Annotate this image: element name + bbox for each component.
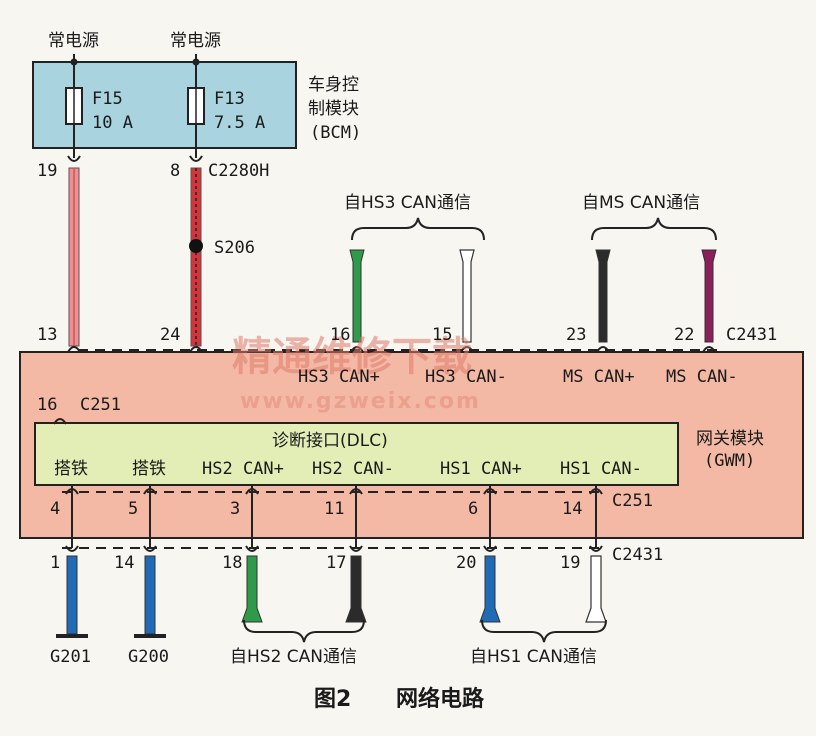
pin-label: 13 xyxy=(37,325,57,345)
pin-label: 16 xyxy=(37,395,57,415)
bus-label-hs2: 自HS2 CAN通信 xyxy=(230,647,357,667)
wire-pin8-to-pin24 xyxy=(190,167,202,347)
dlc-pin-label: 搭铁 xyxy=(54,459,88,479)
connector-label: C2280H xyxy=(208,161,269,181)
fuse-f15-rating: 10 A xyxy=(92,113,133,133)
dlc-pin-label: HS2 CAN+ xyxy=(202,459,284,479)
watermark-cn: 精通维修下载 xyxy=(232,334,472,380)
dlc-pin-label: HS1 CAN- xyxy=(560,459,642,479)
wire-hs1-can-plus xyxy=(479,555,501,623)
wire-ground-g201 xyxy=(66,555,78,635)
ground-label-g201: G201 xyxy=(50,647,91,667)
pin-label: 4 xyxy=(50,499,60,519)
pin-label: 14 xyxy=(562,499,582,519)
connector-label: C2431 xyxy=(726,325,777,345)
wire-hs1-can-minus xyxy=(585,555,607,623)
wire-hs3-can-plus xyxy=(349,249,365,343)
wire-hs2-can-plus xyxy=(241,555,263,623)
bcm-name-line1: 车身控 xyxy=(308,75,359,95)
pin-label: 19 xyxy=(37,161,57,181)
power-label-left: 常电源 xyxy=(48,31,99,51)
ground-label-g200: G200 xyxy=(128,647,169,667)
connector-label: C251 xyxy=(80,395,121,415)
fuse-f13-rating: 7.5 A xyxy=(214,113,265,133)
pin-label: 23 xyxy=(566,325,586,345)
pin-label: 5 xyxy=(128,499,138,519)
wire-hs2-can-minus xyxy=(345,555,367,623)
dlc-pin-label: HS1 CAN+ xyxy=(440,459,522,479)
pin-label: 3 xyxy=(230,499,240,519)
brace-hs3 xyxy=(351,217,485,241)
pin-label: 14 xyxy=(114,553,134,573)
gwm-signal-label: HS3 CAN+ xyxy=(298,367,380,387)
gwm-name: 网关模块 xyxy=(696,429,764,449)
pin-label: 20 xyxy=(456,553,476,573)
gwm-abbr: (GWM) xyxy=(704,451,755,471)
pin-label: 17 xyxy=(326,553,346,573)
wire-ms-can-minus xyxy=(701,249,717,343)
dlc-box xyxy=(34,422,679,486)
power-node-right xyxy=(192,58,200,66)
pin-label: 1 xyxy=(50,553,60,573)
watermark-url: www.gzweix.com xyxy=(240,389,481,414)
connector-arcs xyxy=(53,155,716,425)
dlc-title: 诊断接口(DLC) xyxy=(272,431,388,451)
gwm-signal-label: HS3 CAN- xyxy=(425,367,507,387)
brace-hs2 xyxy=(243,619,365,643)
dlc-pin-wires xyxy=(65,485,603,552)
bcm-abbr: (BCM) xyxy=(310,123,361,143)
pin-label: 18 xyxy=(222,553,242,573)
figure-title: 网络电路 xyxy=(396,686,485,712)
fuse-f13-id: F13 xyxy=(214,89,245,109)
wire-pin19-to-pin13 xyxy=(68,167,80,347)
connector-label: C2431 xyxy=(612,545,663,565)
pin-label: 8 xyxy=(170,161,180,181)
brace-hs1 xyxy=(481,619,607,643)
bus-label-hs1: 自HS1 CAN通信 xyxy=(470,647,597,667)
power-node-left xyxy=(70,58,78,66)
bcm-name-line2: 制模块 xyxy=(308,99,359,119)
dlc-pin-label: 搭铁 xyxy=(132,459,166,479)
wire-hs3-can-minus xyxy=(459,249,475,343)
bcm-internal-wiring xyxy=(73,54,197,158)
wire-ground-g200 xyxy=(144,555,156,635)
brace-ms xyxy=(591,217,717,241)
connector-dashes xyxy=(62,349,720,549)
bus-label-ms: 自MS CAN通信 xyxy=(582,193,700,213)
pin-label: 22 xyxy=(674,325,694,345)
pin-label: 16 xyxy=(330,325,350,345)
fuse-f15-id: F15 xyxy=(92,89,123,109)
figure-number: 图2 xyxy=(314,687,351,712)
splice-label: S206 xyxy=(214,238,255,258)
pin-label: 19 xyxy=(560,553,580,573)
splice-s206-dot xyxy=(189,239,203,253)
dlc-pin-label: HS2 CAN- xyxy=(312,459,394,479)
connector-label: C251 xyxy=(612,491,653,511)
pin-label: 24 xyxy=(160,325,180,345)
gwm-signal-label: MS CAN+ xyxy=(563,367,635,387)
wire-ms-can-plus xyxy=(595,249,611,343)
gwm-signal-label: MS CAN- xyxy=(666,367,738,387)
power-label-right: 常电源 xyxy=(170,31,221,51)
pin-label: 11 xyxy=(324,499,344,519)
bus-label-hs3: 自HS3 CAN通信 xyxy=(344,193,471,213)
pin-label: 15 xyxy=(432,325,452,345)
pin-label: 6 xyxy=(468,499,478,519)
